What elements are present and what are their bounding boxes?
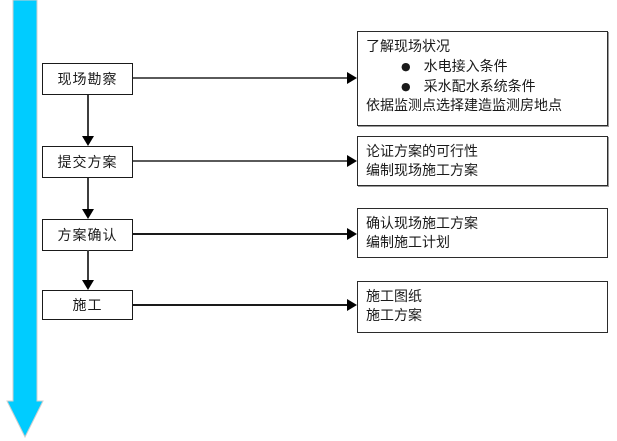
detail-box-submit-plan: 论证方案的可行性 编制现场施工方案 <box>357 136 608 186</box>
connector-line-horizontal <box>133 304 348 306</box>
step-box-submit-plan: 提交方案 <box>42 146 133 178</box>
detail-line: 确认现场施工方案 <box>366 216 478 232</box>
detail-line: 施工方案 <box>366 308 422 324</box>
arrowhead-down-icon <box>82 136 94 146</box>
detail-line: 施工图纸 <box>366 289 422 305</box>
arrowhead-down-icon <box>82 280 94 290</box>
detail-line: ●采水配水系统条件 <box>401 79 536 95</box>
step-label: 现场勘察 <box>57 72 118 88</box>
detail-line: 依据监测点选择建造监测房地点 <box>366 98 562 114</box>
connector-line-vertical <box>87 95 89 136</box>
step-box-site-survey: 现场勘察 <box>42 63 133 95</box>
arrowhead-right-icon <box>347 155 357 167</box>
down-arrow-shape <box>6 0 44 439</box>
connector-line-vertical <box>87 250 89 280</box>
step-label: 施工 <box>72 298 103 314</box>
detail-line: 编制现场施工方案 <box>366 163 478 179</box>
detail-line: 论证方案的可行性 <box>366 144 478 160</box>
detail-line: ●水电接入条件 <box>401 59 508 75</box>
step-label: 方案确认 <box>57 228 118 244</box>
bullet-icon: ● <box>401 80 411 93</box>
detail-box-site-survey: 了解现场状况 ●水电接入条件 ●采水配水系统条件 依据监测点选择建造监测房地点 <box>357 31 608 126</box>
connector-line-vertical <box>87 178 89 209</box>
step-box-plan-confirmation: 方案确认 <box>42 219 133 251</box>
connector-line-horizontal <box>133 233 348 235</box>
bullet-icon: ● <box>401 60 411 73</box>
step-box-construction: 施工 <box>42 290 133 320</box>
arrowhead-right-icon <box>347 299 357 311</box>
connector-line-horizontal <box>133 77 348 79</box>
arrowhead-right-icon <box>347 228 357 240</box>
flow-direction-down-arrow-icon <box>6 0 44 439</box>
arrowhead-down-icon <box>82 209 94 219</box>
connector-line-horizontal <box>133 160 348 162</box>
detail-line: 了解现场状况 <box>366 39 450 55</box>
detail-box-construction: 施工图纸 施工方案 <box>357 281 608 333</box>
step-label: 提交方案 <box>57 155 118 171</box>
arrowhead-right-icon <box>347 72 357 84</box>
detail-box-plan-confirmation: 确认现场施工方案 编制施工计划 <box>357 208 608 258</box>
detail-line: 编制施工计划 <box>366 235 450 251</box>
